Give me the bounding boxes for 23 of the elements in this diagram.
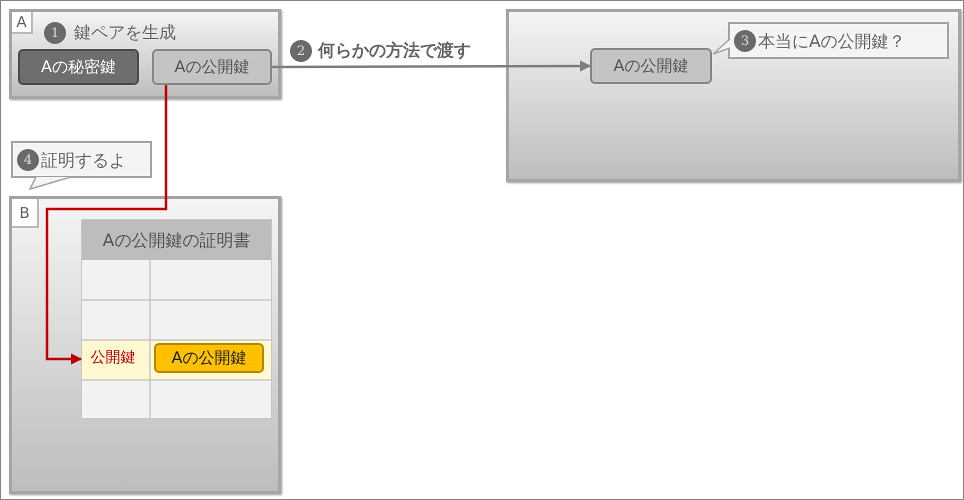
panel-tag: B xyxy=(12,199,39,228)
step-number: 2 xyxy=(290,40,312,62)
table-cell: 公開鍵 xyxy=(79,337,147,377)
panel xyxy=(9,196,281,494)
panel-tag: A xyxy=(12,12,33,34)
panel xyxy=(9,9,281,99)
key-box: Aの公開鍵 xyxy=(590,48,712,84)
certificate-table xyxy=(81,219,272,419)
step-number: 3 xyxy=(734,30,756,52)
key-box: Aの公開鍵 xyxy=(154,343,264,373)
panel-heading: 鍵ペアを生成 xyxy=(74,22,176,44)
step-number: 1 xyxy=(44,22,66,44)
panel xyxy=(506,9,961,182)
arrow xyxy=(272,60,592,72)
bubble-text: 証明するよ xyxy=(41,150,126,172)
speech-bubble xyxy=(728,22,949,59)
key-box: Aの秘密鍵 xyxy=(18,49,139,85)
table-header: Aの公開鍵の証明書 xyxy=(82,220,271,260)
edge-label: 何らかの方法で渡す xyxy=(316,39,473,62)
arrow xyxy=(46,85,168,365)
key-box: Aの公開鍵 xyxy=(152,49,272,85)
bubble-text: 本当にAの公開鍵？ xyxy=(758,31,906,53)
step-number: 4 xyxy=(17,149,39,171)
